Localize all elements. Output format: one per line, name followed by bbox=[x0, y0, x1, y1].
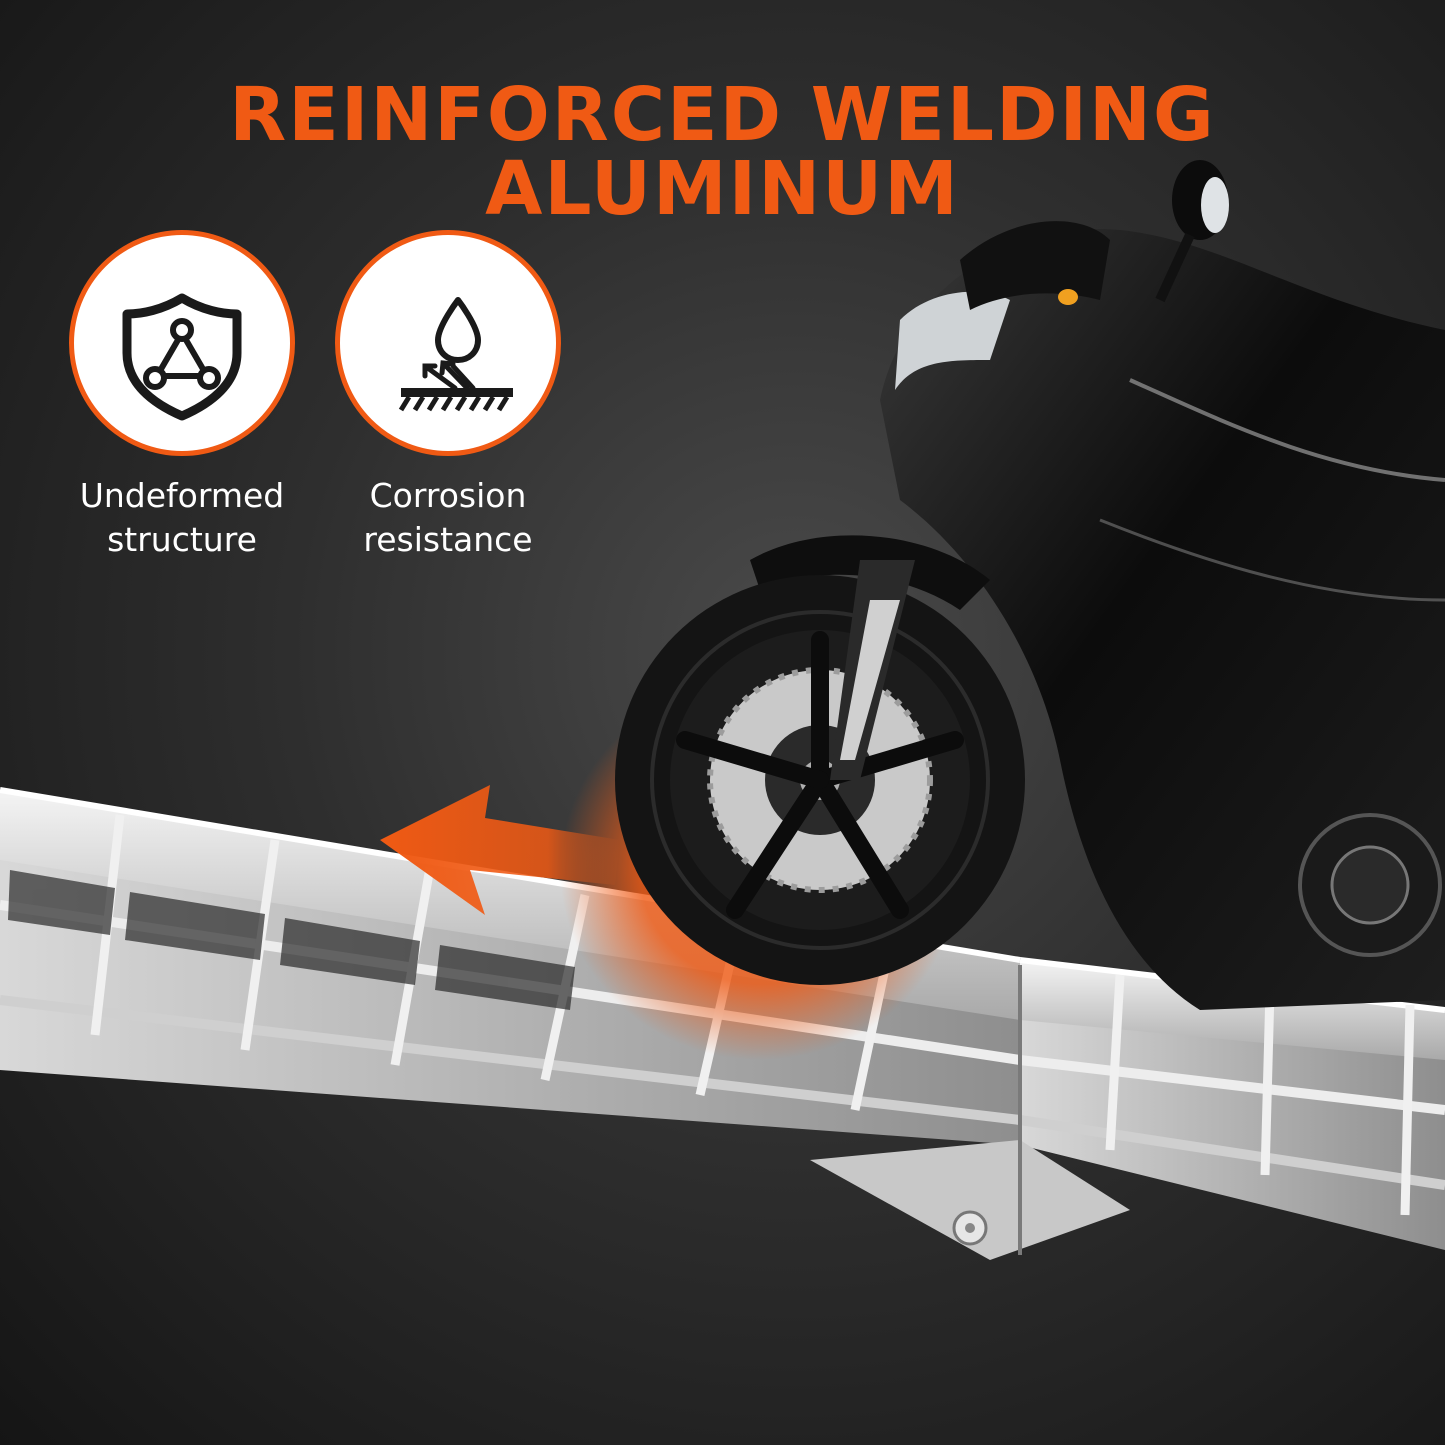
feature-badge bbox=[69, 230, 295, 456]
headline: REINFORCED WELDING ALUMINUM bbox=[229, 72, 1216, 232]
front-wheel bbox=[615, 560, 1025, 985]
feature-caption-line1: Undeformed bbox=[79, 476, 285, 515]
feature-badge bbox=[335, 230, 561, 456]
feature-caption-line1: Corrosion bbox=[369, 476, 527, 515]
motorcycle bbox=[750, 160, 1445, 1011]
shield-triangle-icon bbox=[122, 293, 242, 421]
feature-caption-line2: structure bbox=[107, 520, 257, 559]
feature-caption: Undeformed structure bbox=[62, 474, 302, 562]
feature-corrosion-resistance: Corrosion resistance bbox=[328, 230, 568, 562]
direction-arrow bbox=[380, 785, 620, 915]
feature-caption: Corrosion resistance bbox=[328, 474, 568, 562]
feature-undeformed-structure: Undeformed structure bbox=[62, 230, 302, 562]
water-drop-repel-icon bbox=[398, 297, 513, 412]
feature-caption-line2: resistance bbox=[363, 520, 533, 559]
